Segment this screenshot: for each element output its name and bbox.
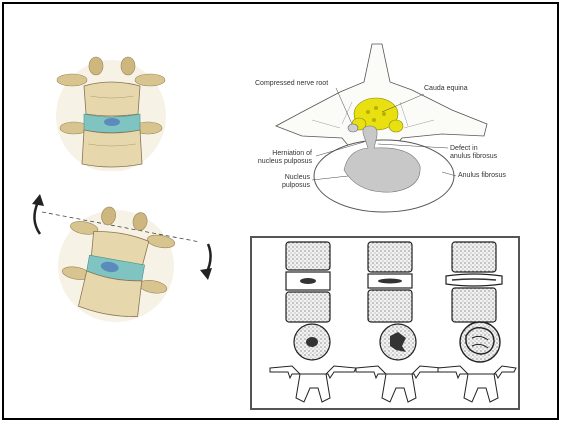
upright-vertebrae-illustration <box>54 56 169 171</box>
rotation-arrow-left <box>34 202 40 234</box>
stage-1-axial <box>270 324 356 402</box>
stage-3-axial <box>438 322 516 402</box>
label-cauda-equina: Cauda equina <box>424 85 468 93</box>
compressed-nerve-root <box>348 124 358 132</box>
slide-frame: Compressed nerve root Cauda equina Herni… <box>2 2 559 420</box>
degeneration-stages-panel <box>250 236 520 410</box>
label-herniation-nucleus-pulposus: Herniation of nucleus pulposus <box>252 150 312 166</box>
stage-3-sagittal <box>446 242 502 322</box>
label-compressed-nerve-root: Compressed nerve root <box>255 80 328 88</box>
herniation-axial-diagram <box>252 42 542 222</box>
tilted-vertebrae-illustration <box>18 190 218 325</box>
degeneration-stages-diagram <box>252 238 518 408</box>
stage-1-sagittal <box>286 242 330 322</box>
label-defect-line2: anulus fibrosus <box>450 153 497 160</box>
label-nucleus-line1: Nucleus <box>285 174 310 181</box>
label-defect-anulus-fibrosus: Defect in anulus fibrosus <box>450 145 497 161</box>
label-nucleus-line2: pulposus <box>282 182 310 189</box>
label-defect-line1: Defect in <box>450 145 478 152</box>
label-herniation-line2: nucleus pulposus <box>258 158 312 165</box>
label-nucleus-pulposus: Nucleus pulposus <box>262 174 310 190</box>
stage-2-sagittal <box>368 242 412 322</box>
stage-2-axial <box>356 324 442 402</box>
label-herniation-line1: Herniation of <box>272 150 312 157</box>
label-anulus-fibrosus: Anulus fibrosus <box>458 172 506 180</box>
